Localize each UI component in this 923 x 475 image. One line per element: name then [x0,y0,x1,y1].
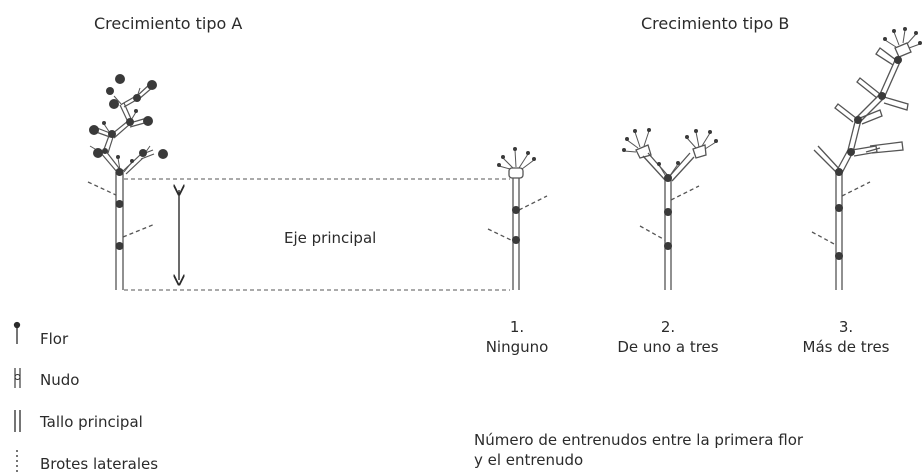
axis-label: Eje principal [284,229,377,247]
caption-line-2: y el entrenudo [474,451,584,469]
plant-1 [487,149,548,290]
caption-line-1: Número de entrenudos entre la primera fl… [474,431,804,449]
node-icon [14,368,21,388]
option-2-label: De uno a tres [617,338,719,356]
legend-main-stem-label: Tallo principal [40,413,143,431]
type-b-title: Crecimiento tipo B [641,14,790,33]
type-a-plant [87,83,156,290]
option-2-number: 2. [660,318,676,336]
option-1-number: 1. [509,318,525,336]
option-1-label: Ninguno [485,338,549,356]
main-stem-icon [14,410,21,432]
option-3-label: Más de tres [802,338,890,356]
plant-3 [811,29,921,290]
axis-guides [124,178,510,291]
type-a-nodes [89,74,168,250]
type-a-title: Crecimiento tipo A [94,14,243,33]
plant-2 [623,130,717,290]
legend-node-label: Nudo [40,371,80,389]
option-3-number: 3. [838,318,854,336]
flower-icon [13,321,21,344]
legend-lateral-shoot-label: Brotes laterales [40,455,159,473]
legend-flower-label: Flor [40,330,69,348]
